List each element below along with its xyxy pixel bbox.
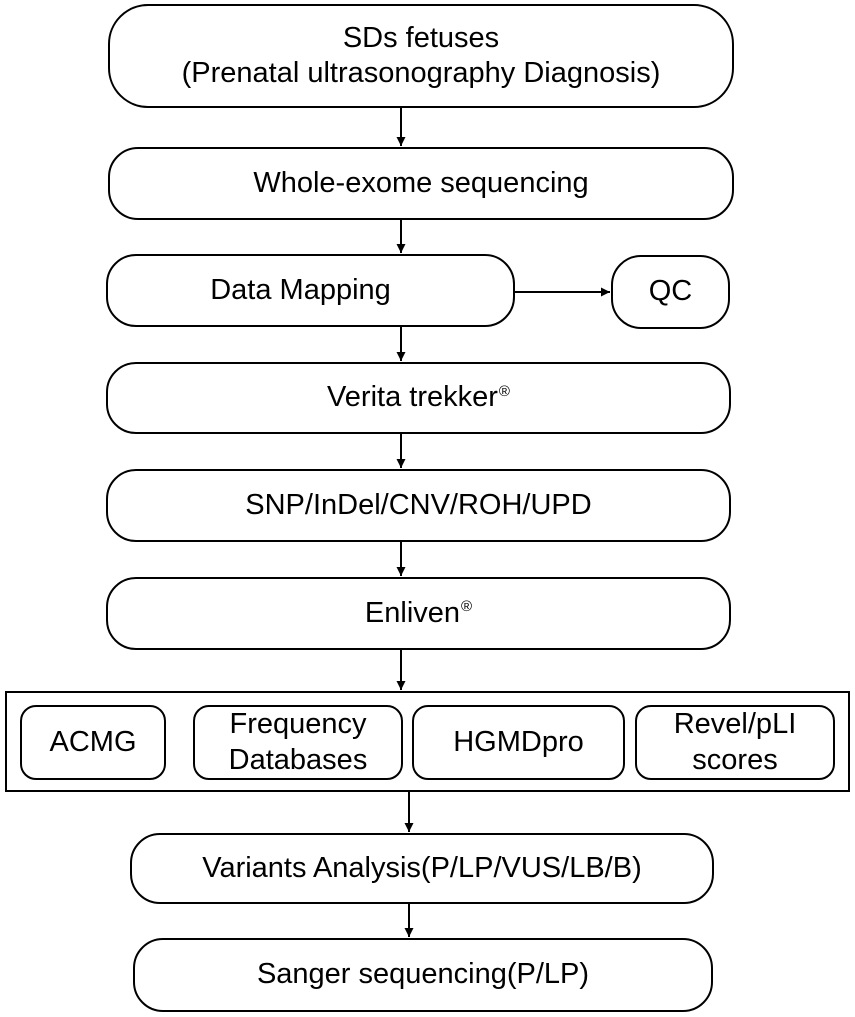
- enliven-node: Enliven®: [106, 577, 731, 650]
- snp-indel-cnv-node: SNP/InDel/CNV/ROH/UPD: [106, 469, 731, 542]
- scores-label: scores: [692, 743, 778, 776]
- databases-label: Databases: [228, 743, 368, 776]
- sds-fetuses-title: SDs fetuses: [342, 21, 500, 54]
- data-mapping-label: Data Mapping: [210, 273, 391, 306]
- hgmdpro-node: HGMDpro: [412, 705, 625, 780]
- whole-exome-sequencing-label: Whole-exome sequencing: [253, 166, 589, 199]
- variants-analysis-label: Variants Analysis(P/LP/VUS/LB/B): [202, 851, 642, 884]
- revel-pli-label: Revel/pLI: [673, 708, 797, 741]
- whole-exome-sequencing-node: Whole-exome sequencing: [108, 147, 734, 220]
- qc-label: QC: [648, 275, 693, 308]
- sds-fetuses-node: SDs fetuses (Prenatal ultrasonography Di…: [108, 4, 734, 108]
- hgmdpro-label: HGMDpro: [453, 725, 584, 758]
- enliven-label: Enliven®: [364, 596, 473, 629]
- sanger-sequencing-node: Sanger sequencing(P/LP): [133, 938, 713, 1012]
- variants-analysis-node: Variants Analysis(P/LP/VUS/LB/B): [130, 833, 714, 904]
- registered-mark: ®: [461, 598, 473, 616]
- acmg-label: ACMG: [49, 725, 137, 758]
- snp-indel-cnv-label: SNP/InDel/CNV/ROH/UPD: [245, 488, 592, 521]
- sds-fetuses-subtitle: (Prenatal ultrasonography Diagnosis): [181, 57, 661, 89]
- registered-mark: ®: [498, 382, 510, 400]
- sanger-sequencing-label: Sanger sequencing(P/LP): [256, 958, 590, 991]
- qc-node: QC: [611, 255, 730, 329]
- verita-trekker-node: Verita trekker®: [106, 362, 731, 434]
- verita-trekker-label: Verita trekker®: [327, 381, 510, 414]
- frequency-label: Frequency: [229, 708, 367, 741]
- data-mapping-node: Data Mapping: [106, 254, 515, 327]
- frequency-databases-node: Frequency Databases: [193, 705, 403, 780]
- revel-pli-node: Revel/pLI scores: [635, 705, 835, 780]
- acmg-node: ACMG: [20, 705, 166, 780]
